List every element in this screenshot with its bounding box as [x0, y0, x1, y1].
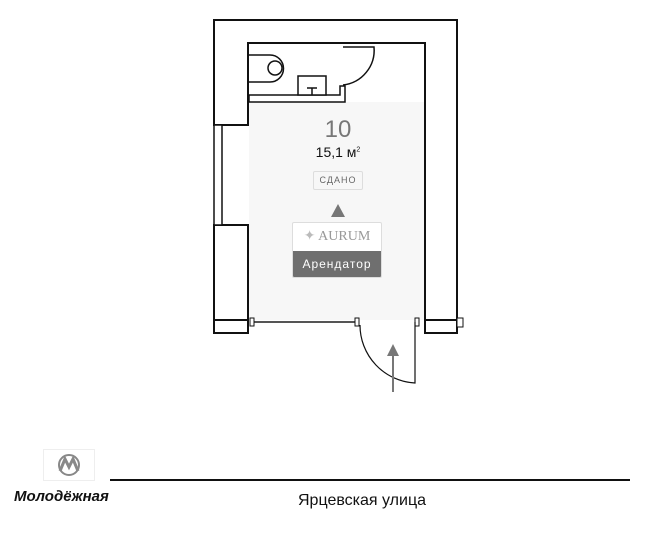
- tenant-logo: ✦ AURUM: [303, 229, 371, 244]
- toilet-icon: [249, 54, 285, 83]
- tenant-card[interactable]: ✦ AURUM Арендатор: [292, 222, 382, 278]
- metro-logo: [43, 449, 95, 481]
- unit-number: 10: [324, 116, 352, 143]
- entrance-door: [359, 322, 416, 384]
- status-badge: СДАНО: [313, 171, 363, 190]
- metro-icon: [58, 454, 80, 476]
- street-name: Ярцевская улица: [298, 492, 426, 509]
- metro-station-name: Молодёжная: [14, 488, 109, 505]
- outer-walls: [213, 19, 458, 334]
- unit-area: 15,1 м2: [315, 144, 361, 160]
- tenant-label: Арендатор: [293, 251, 381, 277]
- bathroom-door-arc: [342, 46, 375, 86]
- direction-triangle-icon: [331, 204, 345, 217]
- window-left: [213, 124, 223, 226]
- bathroom-wall: [248, 85, 346, 103]
